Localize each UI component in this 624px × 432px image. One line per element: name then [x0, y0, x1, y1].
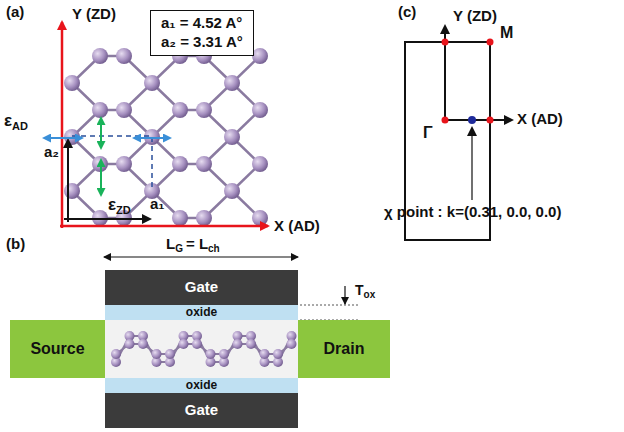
point-label: Γ [423, 124, 433, 142]
atom [138, 339, 148, 349]
ad-strain-arrow [134, 137, 170, 139]
atom [196, 102, 212, 118]
tox-arrow [344, 286, 345, 304]
x-axis [60, 225, 268, 228]
axis-label: X (AD) [274, 218, 320, 235]
atom [144, 75, 160, 91]
node-text: oxide [186, 305, 217, 320]
length-dimension [104, 256, 298, 257]
channel-lattice [111, 331, 297, 367]
atom [179, 339, 189, 349]
atom [152, 349, 162, 359]
axis-label: Y (ZD) [72, 6, 116, 23]
panel-letter: (c) [398, 4, 416, 21]
source-contact: Source [10, 320, 105, 378]
a1-vector [64, 218, 150, 220]
atom [233, 339, 243, 349]
strain-subscript: AD [12, 120, 28, 132]
atom [116, 102, 132, 118]
atom [206, 349, 216, 359]
atom [252, 210, 268, 226]
chi-point-label: χ point : k=(0.31, 0.0, 0.0) [384, 204, 561, 221]
atom [172, 156, 188, 172]
axis-label: Y (ZD) [453, 8, 497, 25]
vector-label: a₂ [44, 144, 59, 161]
node-text: Drain [324, 339, 365, 359]
atom [252, 156, 268, 172]
gate-block: Gate [105, 393, 298, 428]
a2-vector [67, 140, 69, 222]
point-label: M [500, 24, 513, 42]
gate-block: Gate [105, 270, 298, 305]
atom [252, 102, 268, 118]
atom [92, 48, 108, 64]
atom [192, 339, 202, 349]
node-text: a₁ = 4.52 A° [161, 14, 242, 33]
atom [172, 210, 188, 226]
strain-label: ε [4, 112, 12, 131]
unit-cell [72, 136, 152, 190]
ad-strain-arrow [44, 137, 82, 139]
node-text: oxide [186, 378, 217, 393]
y-point [442, 39, 449, 46]
atom [196, 210, 212, 226]
atom [260, 349, 270, 359]
leader-line [471, 128, 472, 200]
x-point [487, 117, 494, 124]
drain-contact: Drain [298, 320, 390, 378]
atom [92, 102, 108, 118]
axis-label: X (AD) [517, 111, 563, 128]
atom [64, 183, 80, 199]
chi-point [468, 116, 476, 124]
atom [64, 75, 80, 91]
atom [224, 75, 240, 91]
zd-strain-arrow [100, 160, 102, 195]
atom [252, 48, 268, 64]
oxide-layer: oxide [105, 305, 298, 320]
atom [116, 48, 132, 64]
gamma-point [442, 117, 449, 124]
node-text: Gate [185, 278, 218, 297]
kx-axis [445, 119, 512, 121]
atom [246, 339, 256, 349]
channel [105, 320, 298, 378]
atom [287, 339, 297, 349]
atom [172, 102, 188, 118]
atom [273, 349, 283, 359]
phosphorene-lattice [64, 48, 268, 226]
dimension-label: L [166, 236, 175, 253]
dimension-label: = L [186, 236, 208, 253]
atom [224, 129, 240, 145]
oxide-layer: oxide [105, 378, 298, 393]
node-text: Gate [185, 401, 218, 420]
strain-subscript: ZD [116, 204, 131, 216]
atom [219, 349, 229, 359]
vector-label: a₁ [150, 196, 165, 213]
atom [116, 156, 132, 172]
panel-letter: (a) [6, 4, 24, 21]
atom [111, 349, 121, 359]
m-point [487, 39, 494, 46]
strain-label: ε [108, 196, 116, 215]
dimension-subscript: ox [364, 289, 376, 300]
panel-letter: (b) [6, 236, 25, 253]
dimension-subscript: G [175, 243, 183, 254]
node-text: Source [30, 339, 84, 359]
constant-box: a₁ = 4.52 A°a₂ = 3.31 A° [150, 10, 254, 56]
node-text: a₂ = 3.31 A° [161, 33, 243, 52]
zd-strain-arrow [100, 118, 102, 148]
y-axis [61, 22, 64, 228]
dimension-label: T [355, 283, 364, 298]
atom [224, 183, 240, 199]
atom [196, 156, 212, 172]
atom [125, 339, 135, 349]
dim-guide [300, 305, 360, 306]
dimension-subscript: ch [208, 243, 220, 254]
atom [165, 349, 175, 359]
